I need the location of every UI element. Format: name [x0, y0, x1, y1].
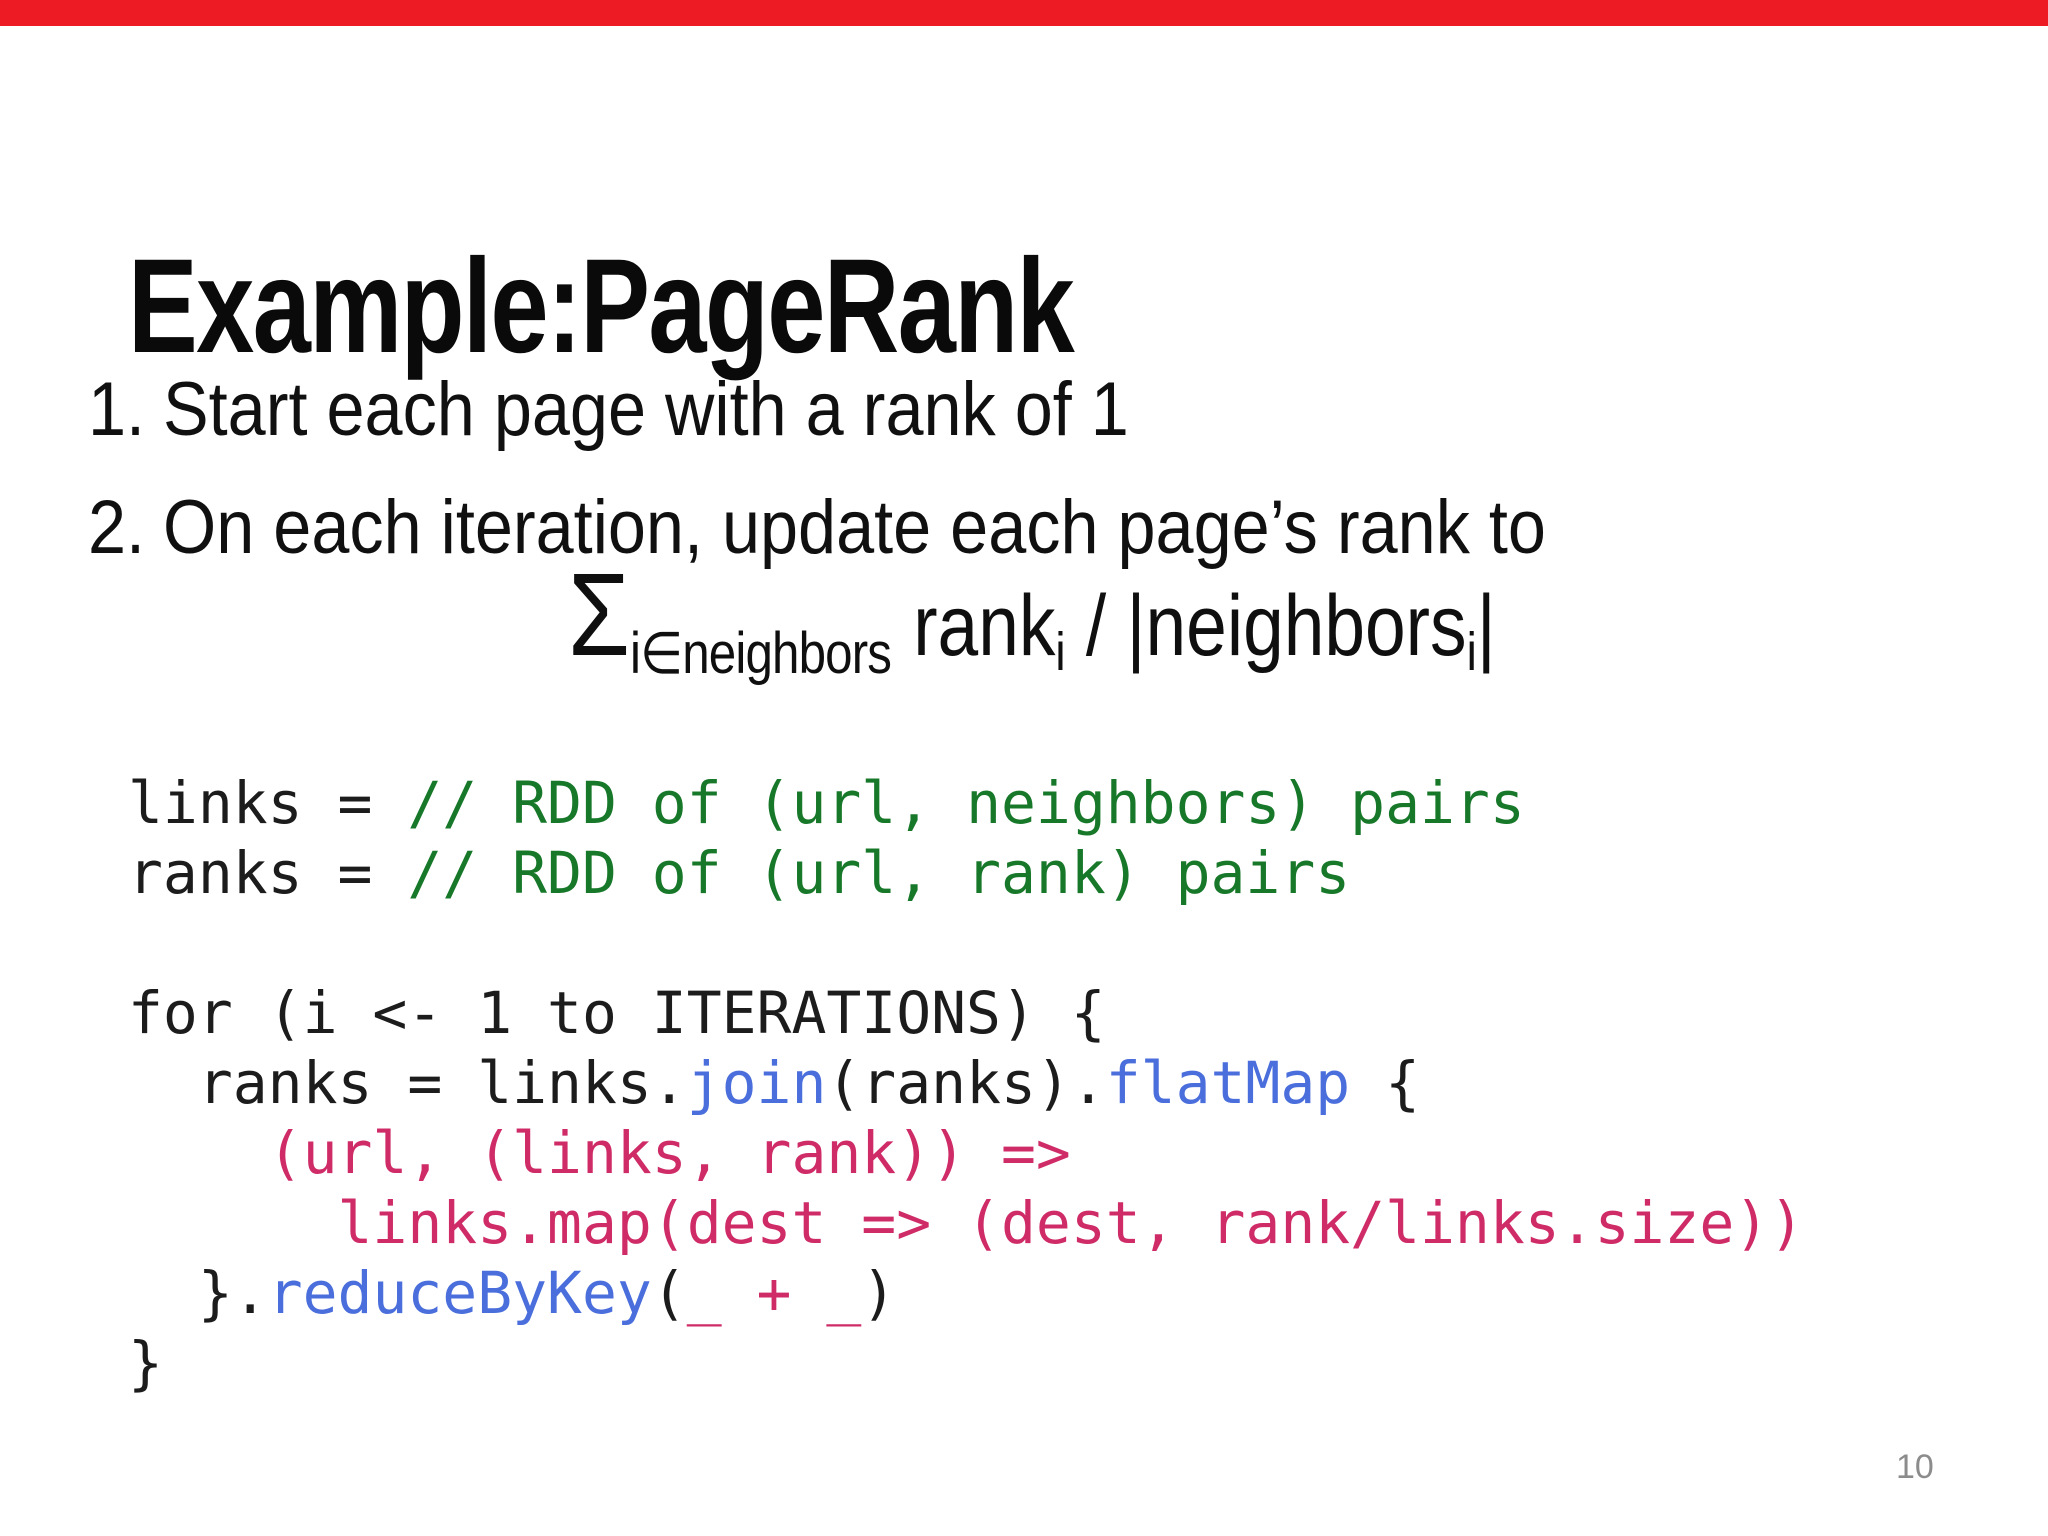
formula-rank-subscript: i — [1055, 622, 1066, 682]
step-item-2: 2.On each iteration, update each page’s … — [88, 486, 1546, 570]
code-token-default: for (i <- 1 to ITERATIONS) { — [128, 979, 1106, 1047]
code-token-default: links = — [128, 769, 408, 837]
code-token-method: join — [686, 1049, 827, 1117]
slide-title: Example:PageRank — [128, 231, 1075, 381]
formula-sigma: Σ — [568, 549, 631, 681]
formula-rank-term: rank — [913, 578, 1056, 674]
code-token-default: ( — [651, 1259, 687, 1327]
code-token-literal: links.map(dest => (dest, rank/links.size… — [337, 1189, 1805, 1257]
formula-close-bar: | — [1476, 578, 1496, 674]
code-line-9: } — [128, 1328, 1804, 1398]
formula-neighbors-subscript: i — [1466, 622, 1477, 682]
code-token-default: ) — [861, 1259, 897, 1327]
step-1-number: 1. — [88, 367, 146, 452]
code-line-2: ranks = // RDD of (url, rank) pairs — [128, 838, 1804, 908]
formula-divide-neighbors: / |neighbors — [1065, 578, 1467, 674]
code-token-default: ranks = links. — [128, 1049, 687, 1117]
code-token-method: reduceByKey — [267, 1259, 652, 1327]
code-token-default: } — [128, 1329, 163, 1397]
step-2-text: On each iteration, update each page’s ra… — [163, 485, 1546, 570]
code-token-default — [128, 1189, 338, 1257]
formula-sigma-subscript: i∈neighbors — [630, 621, 892, 686]
code-token-comment: // RDD of (url, rank) pairs — [407, 839, 1351, 907]
code-token-method: flatMap — [1105, 1049, 1351, 1117]
code-line-8: }.reduceByKey(_ + _) — [128, 1258, 1804, 1328]
code-token-default: ranks = — [128, 839, 408, 907]
code-line-7: links.map(dest => (dest, rank/links.size… — [128, 1188, 1805, 1258]
code-line-6: (url, (links, rank)) => — [128, 1118, 1804, 1188]
step-1-text: Start each page with a rank of 1 — [163, 367, 1129, 452]
code-block: links = // RDD of (url, neighbors) pairs… — [128, 768, 1804, 1398]
step-item-1: 1.Start each page with a rank of 1 — [88, 368, 1129, 452]
code-token-default: (ranks). — [826, 1049, 1106, 1117]
code-token-default: { — [1350, 1049, 1421, 1117]
code-line-5: ranks = links.join(ranks).flatMap { — [128, 1048, 1804, 1118]
code-line-3 — [128, 908, 1804, 978]
code-token-comment: // RDD of (url, neighbors) pairs — [407, 769, 1525, 837]
page-number: 10 — [1896, 1448, 1934, 1486]
code-token-default: }. — [128, 1259, 268, 1327]
code-line-1: links = // RDD of (url, neighbors) pairs — [128, 768, 1804, 838]
code-token-literal: _ + _ — [686, 1259, 862, 1327]
code-line-4: for (i <- 1 to ITERATIONS) { — [128, 978, 1804, 1048]
code-token-literal: (url, (links, rank)) => — [267, 1119, 1071, 1187]
step-2-number: 2. — [88, 485, 146, 570]
slide-accent-bar — [0, 0, 2048, 26]
code-token-default — [128, 1119, 268, 1187]
